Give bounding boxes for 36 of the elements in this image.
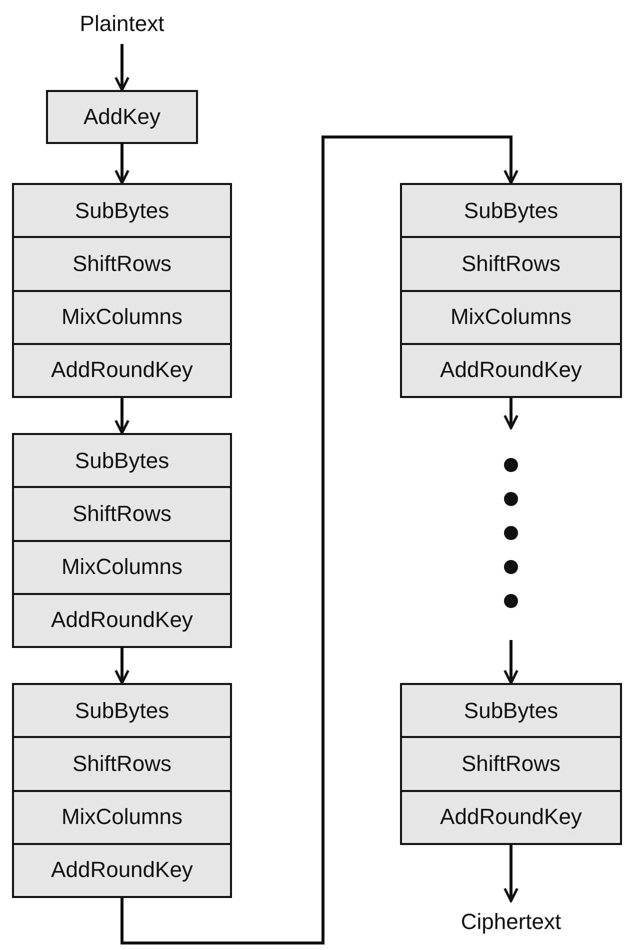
step-label: AddKey (83, 104, 161, 130)
step-label: SubBytes (74, 698, 170, 724)
text-label: Ciphertext (460, 909, 562, 935)
arrow (114, 398, 130, 434)
process-box (46, 90, 198, 144)
arrow (504, 398, 518, 430)
step-label: ShiftRows (461, 250, 561, 277)
step-label: AddRoundKey (51, 857, 193, 884)
round-block (12, 683, 232, 898)
step-label: SubBytes (74, 198, 170, 224)
step-label: SubBytes (464, 198, 558, 224)
round-block (400, 683, 622, 845)
arrow (120, 136, 518, 944)
step-label: AddRoundKey (440, 804, 582, 830)
step-label: SubBytes (74, 448, 170, 474)
step-label: MixColumns (450, 304, 572, 330)
step-label: AddRoundKey (51, 357, 193, 384)
arrow (504, 845, 518, 902)
step-label: AddRoundKey (51, 607, 193, 634)
step-label: ShiftRows (72, 250, 172, 277)
step-label: ShiftRows (72, 500, 172, 527)
arrow (114, 144, 130, 184)
step-label: MixColumns (61, 804, 183, 830)
text-label: Plaintext (80, 11, 164, 37)
arrow (114, 44, 130, 92)
step-label: AddRoundKey (440, 357, 582, 384)
step-label: ShiftRows (72, 750, 172, 777)
arrow (504, 640, 518, 684)
step-label: MixColumns (61, 304, 183, 330)
step-label: ShiftRows (461, 750, 561, 777)
round-block (12, 433, 232, 648)
arrow (114, 648, 130, 684)
step-label: SubBytes (464, 698, 558, 724)
step-label: MixColumns (61, 554, 183, 580)
round-block (12, 183, 232, 398)
round-block (400, 183, 622, 398)
